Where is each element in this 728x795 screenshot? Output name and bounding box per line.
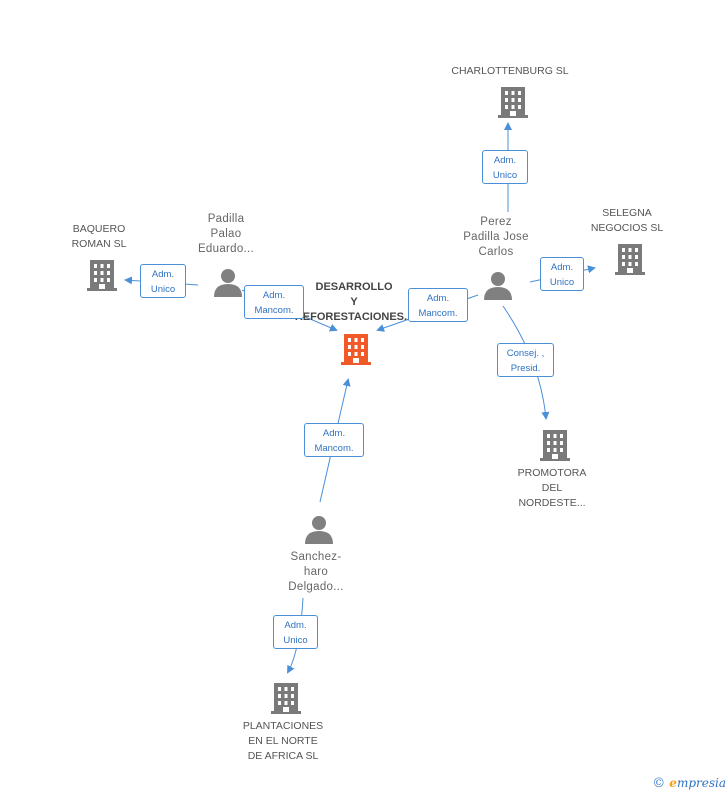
person-icon [214,269,242,297]
center-building-icon[interactable] [340,332,372,366]
node-label-center[interactable]: DESARROLLO Y REFORESTACIONES... [294,281,414,323]
node-label-baquero[interactable]: BAQUERO ROMAN SL [71,223,127,250]
edge-label-sanchez-plantaciones: Adm. Unico [273,615,318,649]
edge-label-perez-charlottenburg: Adm. Unico [482,150,528,184]
person-icon [484,272,512,300]
node-label-perez[interactable]: Perez Padilla Jose Carlos [463,216,529,258]
node-label-charlottenburg[interactable]: CHARLOTTENBURG SL [451,65,569,77]
copyright-icon: © [652,776,666,791]
building-icon [87,260,117,291]
node-label-plantaciones[interactable]: PLANTACIONES EN EL NORTE DE AFRICA SL [242,720,324,762]
building-icon [498,87,528,118]
edge-label-padilla-baquero: Adm. Unico [140,264,186,298]
edge-label-padilla-center: Adm. Mancom. [244,285,304,319]
edge-label-perez-selegna: Adm. Unico [540,257,584,291]
node-label-promotora[interactable]: PROMOTORA DEL NORDESTE... [517,467,587,509]
node-label-selegna[interactable]: SELEGNA NEGOCIOS SL [590,207,664,234]
node-label-sanchez[interactable]: Sanchez- haro Delgado... [288,551,344,593]
edge-label-sanchez-center: Adm. Mancom. [304,423,364,457]
building-icon [540,430,570,461]
brand-e-letter: e [669,776,677,790]
building-icon [615,244,645,275]
building-icon [271,683,301,714]
node-label-padilla[interactable]: Padilla Palao Eduardo... [197,213,255,255]
person-icon [305,516,333,544]
edge-label-perez-promotora: Consej. , Presid. [497,343,554,377]
brand-logo: ©empresia [652,776,726,791]
edge-label-perez-center: Adm. Mancom. [408,288,468,322]
brand-name: mpresia [676,776,726,790]
